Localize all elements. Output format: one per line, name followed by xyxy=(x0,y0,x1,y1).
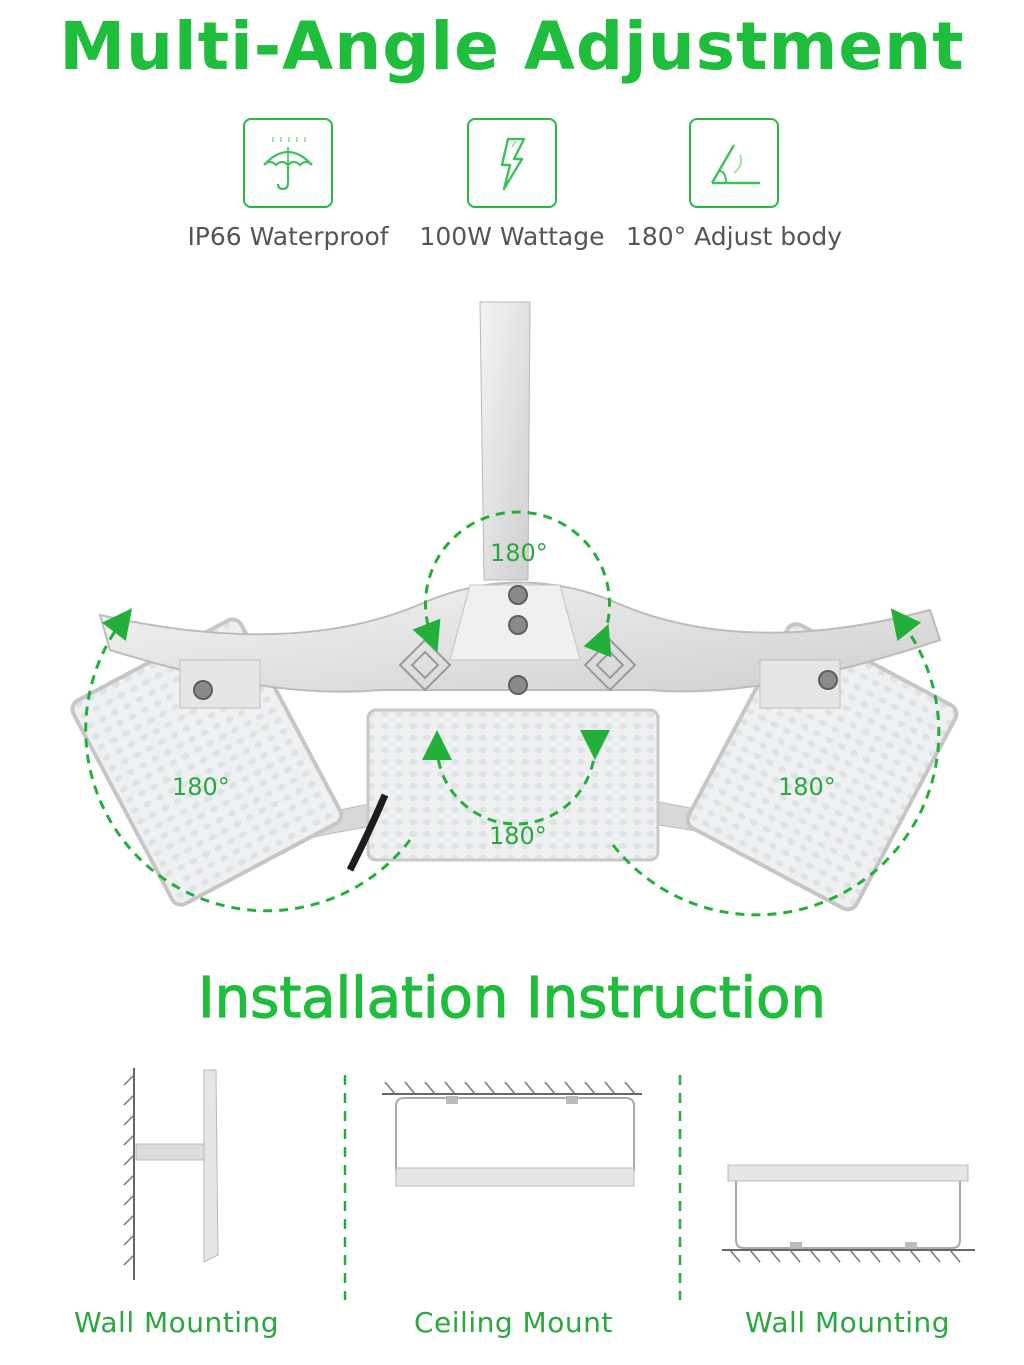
angle-label-left: 180° xyxy=(172,773,230,801)
angle-label-top: 180° xyxy=(490,539,548,567)
title-installation: Installation Instruction xyxy=(198,965,827,1031)
lightning-icon xyxy=(467,118,557,208)
floodlight-illustration xyxy=(70,301,959,917)
feature-waterproof: IP66 Waterproof xyxy=(178,118,398,251)
feature-adjust: 180° Adjust body xyxy=(624,118,844,251)
umbrella-icon xyxy=(243,118,333,208)
feature-label: IP66 Waterproof xyxy=(187,222,389,251)
angle-icon xyxy=(689,118,779,208)
feature-wattage: 100W Wattage xyxy=(402,118,622,251)
feature-label: 100W Wattage xyxy=(419,222,605,251)
mounting-diagrams xyxy=(123,1068,975,1300)
feature-label: 180° Adjust body xyxy=(625,222,843,251)
mount-label-wall-2: Wall Mounting xyxy=(745,1306,951,1339)
mount-label-ceiling: Ceiling Mount xyxy=(414,1306,613,1339)
title-multi-angle: Multi-Angle Adjustment xyxy=(59,8,965,85)
angle-label-right: 180° xyxy=(778,773,836,801)
mount-label-wall-1: Wall Mounting xyxy=(74,1306,280,1339)
angle-label-center: 180° xyxy=(489,822,547,850)
